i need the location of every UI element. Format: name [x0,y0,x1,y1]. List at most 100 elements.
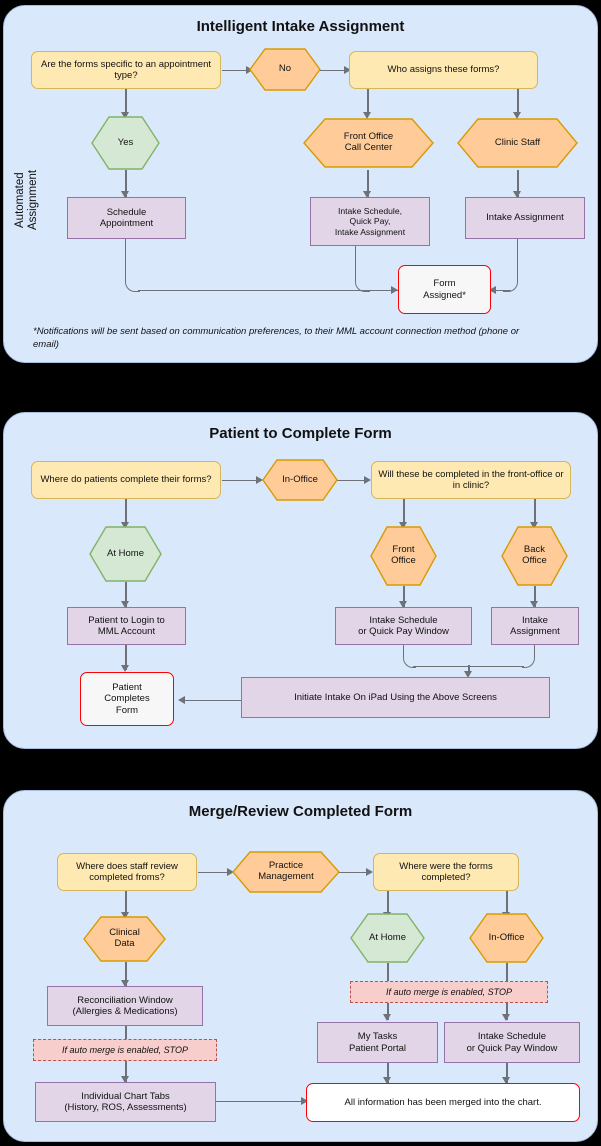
arrowhead-yes-to-schedule [121,191,129,198]
p2-decision-in-office[interactable]: In-Office [262,459,338,501]
connector-p2-q2-to-frontoffice [403,498,405,526]
p2-process-intake-schedule-quickpay[interactable]: Intake Schedule or Quick Pay Window [335,607,472,645]
process-intake-assignment[interactable]: Intake Assignment [465,197,585,239]
arrowhead-p3-q1-to-clinical [121,912,129,919]
p2-process-initiate-intake[interactable]: Initiate Intake On iPad Using the Above … [241,677,550,718]
panel-title: Merge/Review Completed Form [188,803,413,820]
connector-p2-athome-to-login [125,582,127,607]
p2-question-where-complete[interactable]: Where do patients complete their forms? [31,461,221,499]
decision-clinic-staff-label: Clinic Staff [494,136,541,148]
arrowhead-p2-athome-to-login [121,601,129,608]
p2-decision-front-office[interactable]: Front Office [370,526,437,586]
connector-p2-merge-down [468,665,470,675]
connector-schedule-to-form-elbow [125,239,140,292]
arrowhead-p2-merge-down [464,671,472,678]
p3-question-where-review[interactable]: Where does staff review completed froms? [57,853,197,891]
decision-yes[interactable]: Yes [91,116,160,170]
arrowhead-p3-recon-to-tabs [121,1076,129,1083]
arrowhead-intakeassign-to-form [489,286,496,294]
process-schedule-appointment[interactable]: Schedule Appointment [67,197,186,239]
arrowhead-p2-frontoffice-to-intake [399,601,407,608]
hexagon-shape [91,116,160,170]
connector-p2-q2-to-backoffice [534,498,536,526]
p3-decision-practice-management[interactable]: Practice Management [232,851,340,893]
p2-process-intake-assignment[interactable]: Intake Assignment [491,607,579,645]
arrowhead-p2-inoffice-to-q2 [364,476,371,484]
process-intake-list[interactable]: Intake Schedule, Quick Pay, Intake Assig… [310,197,430,246]
hexagon-shape [457,118,578,168]
decision-front-office-call-center[interactable]: Front Office Call Center [303,118,434,168]
arrowhead-schedule-to-form [391,286,398,294]
p2-terminal-patient-completes[interactable]: Patient Completes Form [80,672,174,726]
terminal-form-assigned[interactable]: Form Assigned* [398,265,491,314]
arrowhead-p3-tabs-to-merged [301,1097,308,1105]
hexagon-shape [89,526,162,582]
arrowhead-p2-q1-to-inoffice [256,476,263,484]
p3-decision-clinical-data[interactable]: Clinical Data [83,916,166,962]
p3-process-intake-schedule-quickpay[interactable]: Intake Schedule or Quick Pay Window [444,1022,580,1063]
connector-p3-tabs-to-merged [216,1100,306,1103]
arrowhead-no-to-q2 [344,66,351,74]
connector-p3-pm-to-q2 [339,871,371,874]
p3-process-reconciliation[interactable]: Reconciliation Window (Allergies & Medic… [47,986,203,1026]
connector-p3-q2-to-athome [387,890,389,916]
decision-no-label: No [278,63,292,75]
arrowhead-p2-initiate-to-completes [178,696,185,704]
p3-stop-note-left: If auto merge is enabled, STOP [33,1039,217,1061]
panel-title: Patient to Complete Form [209,425,392,442]
arrowhead-p2-login-to-completes [121,665,129,672]
arrowhead-p2-q2-to-frontoffice [399,522,407,529]
p3-decision-in-office[interactable]: In-Office [469,913,544,963]
arrowhead-q2-to-front-office [363,112,371,119]
p3-question-where-completed[interactable]: Where were the forms completed? [373,853,519,891]
p2-process-patient-login[interactable]: Patient to Login to MML Account [67,607,186,645]
hexagon-shape [83,916,166,962]
hexagon-shape [501,526,568,586]
p2-question-front-or-clinic[interactable]: Will these be completed in the front-off… [371,461,571,499]
connector-clinic-staff-to-intake-assignment [517,170,519,197]
arrowhead-clinic-staff-to-intake-assignment [513,191,521,198]
hexagon-shape [469,913,544,963]
p3-process-my-tasks[interactable]: My Tasks Patient Portal [317,1022,438,1063]
p3-decision-clinical-data-label: Clinical Data [109,927,140,949]
p2-decision-at-home[interactable]: At Home [89,526,162,582]
connector-intakelist-to-form-elbow [355,246,370,292]
arrowhead-p2-backoffice-to-assignment [530,601,538,608]
panel1-footnote: *Notifications will be sent based on com… [33,326,520,350]
connector-p2-inoffice-to-q2 [337,479,369,482]
arrowhead-p3-inoffice-to-intake [502,1014,510,1021]
p2-decision-back-office[interactable]: Back Office [501,526,568,586]
connector-front-office-to-intake-list [367,170,369,197]
p3-decision-at-home[interactable]: At Home [350,913,425,963]
arrowhead-front-office-to-intake-list [363,191,371,198]
p3-decision-practice-management-label: Practice Management [258,860,314,882]
p2-decision-front-office-label: Front Office [391,544,416,566]
connector-p3-q1-to-clinical [125,890,127,916]
connector-p3-intake-to-merged [506,1063,508,1083]
connector-q1-to-no [222,69,248,72]
connector-q1-to-yes [125,88,127,116]
decision-no[interactable]: No [249,48,321,91]
p3-terminal-merged[interactable]: All information has been merged into the… [306,1083,580,1122]
p3-process-chart-tabs[interactable]: Individual Chart Tabs (History, ROS, Ass… [35,1082,216,1122]
arrowhead-p2-q2-to-backoffice [530,522,538,529]
decision-clinic-staff[interactable]: Clinic Staff [457,118,578,168]
question-who-assigns[interactable]: Who assigns these forms? [349,51,538,89]
connector-p2-merge-left-elbow [403,645,416,668]
connector-intakeassign-to-form-elbow [503,239,518,292]
connector-q2-to-front-office [367,88,369,116]
connector-intakelist-to-form-h [354,289,398,292]
connector-p3-mytasks-to-merged [387,1063,389,1083]
connector-p2-login-to-completes [125,645,127,670]
p3-decision-at-home-label: At Home [369,931,406,943]
connector-p2-frontoffice-to-intake [403,586,405,608]
p2-decision-back-office-label: Back Office [522,544,547,566]
hexagon-shape [303,118,434,168]
hexagon-shape [232,851,340,893]
connector-p2-initiate-to-completes [182,699,241,702]
hexagon-shape [350,913,425,963]
question-forms-specific[interactable]: Are the forms specific to an appointment… [31,51,221,89]
p3-stop-note-right: If auto merge is enabled, STOP [350,981,548,1003]
arrowhead-q1-to-yes [121,112,129,119]
